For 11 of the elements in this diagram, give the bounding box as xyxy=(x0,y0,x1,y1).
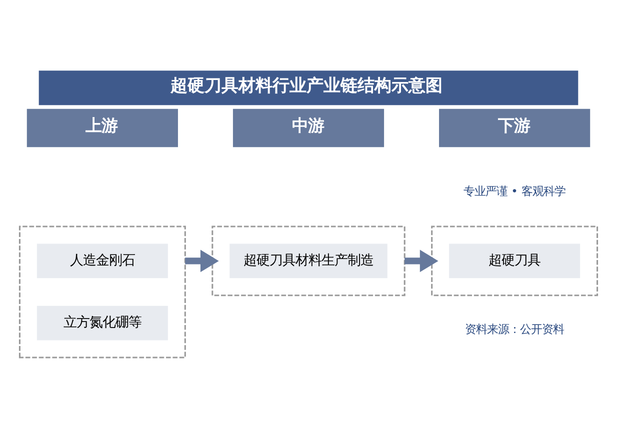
node-box: 上游 xyxy=(26,108,178,147)
node-box: 中游 xyxy=(232,108,384,147)
label: 专业严谨 • 客观科学 xyxy=(464,184,566,198)
arrow xyxy=(185,249,219,272)
cluster xyxy=(431,225,598,296)
label: 资料来源：公开资料 xyxy=(465,321,564,336)
diagram-title: 超硬刀具材料行业产业链结构示意图 xyxy=(170,76,442,96)
cluster xyxy=(212,225,406,296)
node-box: 下游 xyxy=(439,108,590,147)
cluster xyxy=(18,225,186,358)
arrow xyxy=(404,249,438,272)
